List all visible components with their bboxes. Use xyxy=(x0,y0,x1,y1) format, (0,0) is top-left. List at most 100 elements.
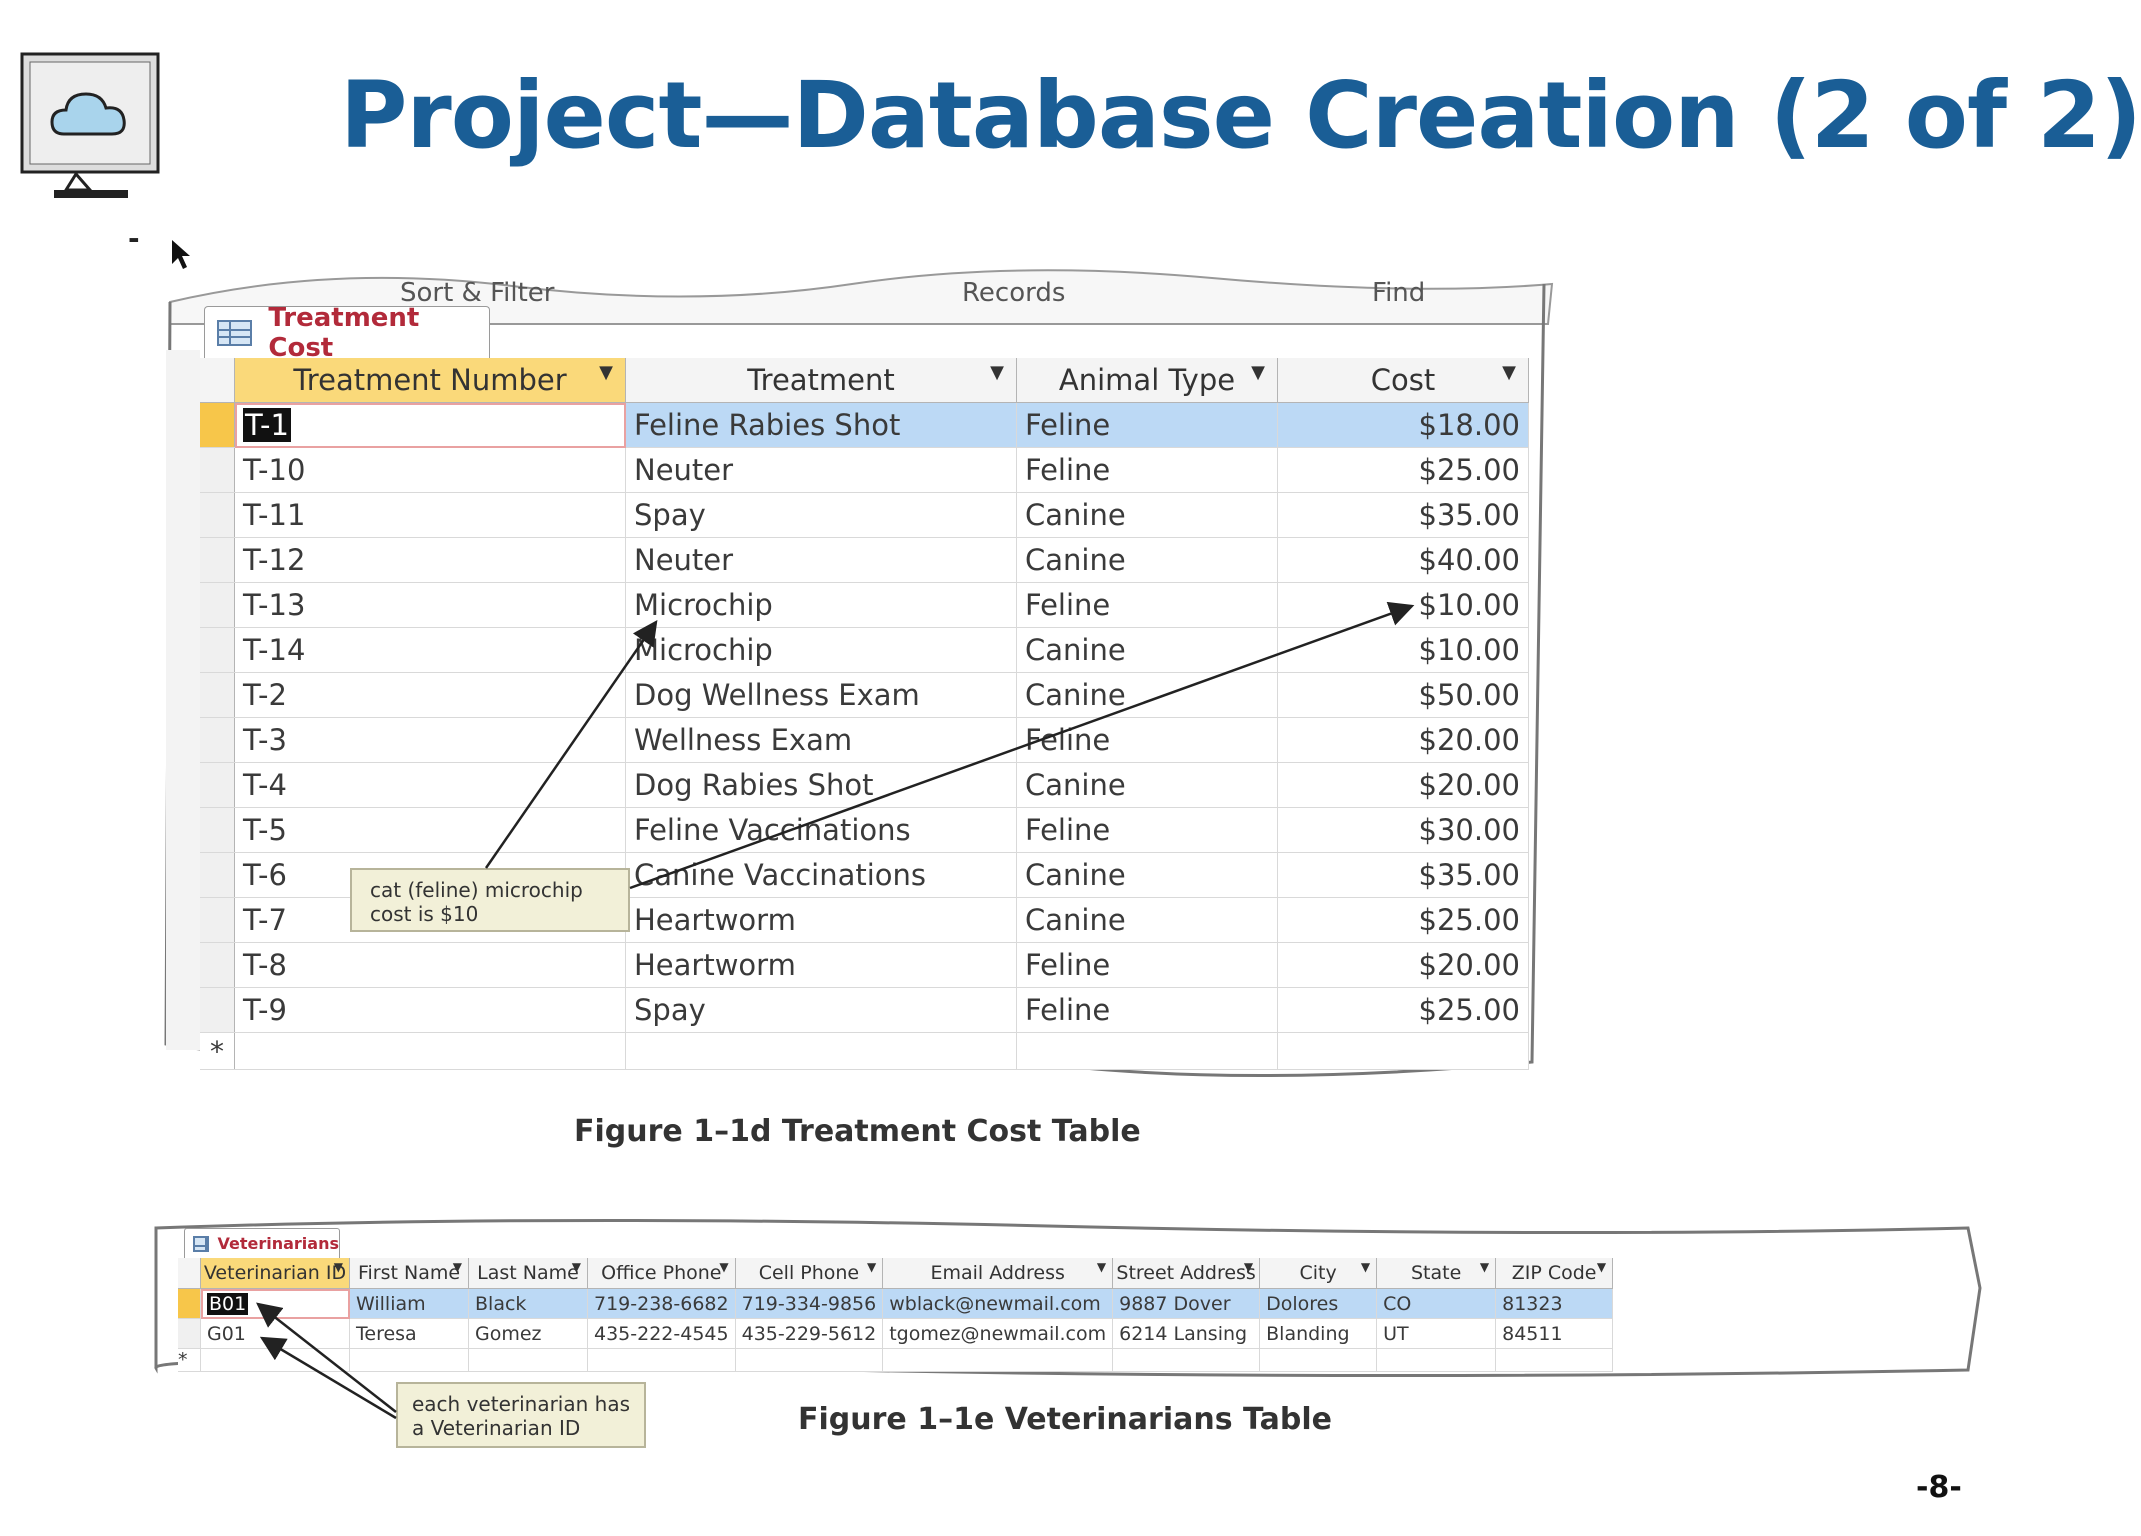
empty-cell[interactable] xyxy=(349,1348,469,1372)
table-cell[interactable]: CO xyxy=(1376,1288,1497,1319)
treatment-cell[interactable]: Microchip xyxy=(625,627,1017,673)
record-selector[interactable] xyxy=(178,1318,201,1349)
table-cell[interactable]: G01 xyxy=(200,1318,350,1349)
column-header-office-phone[interactable]: Office Phone▼ xyxy=(587,1258,736,1289)
record-selector[interactable] xyxy=(200,717,235,763)
treatment-cell[interactable]: Heartworm xyxy=(625,942,1017,988)
treatment-number-cell[interactable]: T-1 xyxy=(234,402,626,448)
empty-cell[interactable] xyxy=(1376,1348,1497,1372)
animal-type-cell[interactable]: Feline xyxy=(1016,807,1278,853)
animal-type-cell[interactable]: Canine xyxy=(1016,492,1278,538)
cost-cell[interactable]: $25.00 xyxy=(1277,447,1529,493)
empty-cell[interactable] xyxy=(1259,1348,1378,1372)
record-selector[interactable] xyxy=(200,987,235,1033)
record-selector[interactable] xyxy=(200,897,235,943)
treatment-cell[interactable]: Neuter xyxy=(625,537,1017,583)
animal-type-cell[interactable]: Canine xyxy=(1016,852,1278,898)
tab-treatment-cost[interactable]: Treatment Cost xyxy=(204,303,490,363)
new-record-row[interactable]: * xyxy=(178,1348,1614,1372)
cost-cell[interactable]: $10.00 xyxy=(1277,582,1529,628)
treatment-number-cell[interactable]: T-4 xyxy=(234,762,626,808)
ribbon-records[interactable]: Records xyxy=(962,278,1066,308)
treatment-cell[interactable]: Dog Rabies Shot xyxy=(625,762,1017,808)
animal-type-cell[interactable]: Canine xyxy=(1016,627,1278,673)
treatment-cell[interactable]: Neuter xyxy=(625,447,1017,493)
table-cell[interactable]: 81323 xyxy=(1495,1288,1614,1319)
empty-cell[interactable] xyxy=(1112,1348,1261,1372)
column-header-cell-phone[interactable]: Cell Phone▼ xyxy=(735,1258,884,1289)
treatment-cell[interactable]: Spay xyxy=(625,987,1017,1033)
treatment-number-cell[interactable]: T-9 xyxy=(234,987,626,1033)
dropdown-arrow-icon[interactable]: ▼ xyxy=(1096,1260,1107,1274)
animal-type-cell[interactable]: Feline xyxy=(1016,942,1278,988)
record-selector[interactable] xyxy=(200,672,235,718)
tab-veterinarians[interactable]: Veterinarians xyxy=(184,1228,340,1258)
table-cell[interactable]: 435-222-4545 xyxy=(587,1318,736,1349)
dropdown-arrow-icon[interactable]: ▼ xyxy=(1243,1260,1254,1274)
table-cell[interactable]: Gomez xyxy=(468,1318,588,1349)
table-cell[interactable]: UT xyxy=(1376,1318,1497,1349)
new-record-row[interactable]: * xyxy=(200,1032,1529,1070)
record-selector[interactable] xyxy=(178,1288,201,1319)
table-cell[interactable]: 9887 Dover xyxy=(1112,1288,1261,1319)
treatment-number-cell[interactable]: T-2 xyxy=(234,672,626,718)
treatment-number-cell[interactable]: T-12 xyxy=(234,537,626,583)
record-selector[interactable] xyxy=(200,852,235,898)
table-cell[interactable]: William xyxy=(349,1288,469,1319)
table-cell[interactable]: 6214 Lansing xyxy=(1112,1318,1261,1349)
animal-type-cell[interactable]: Canine xyxy=(1016,672,1278,718)
dropdown-arrow-icon[interactable]: ▼ xyxy=(571,1260,581,1274)
record-selector[interactable] xyxy=(200,537,235,583)
animal-type-cell[interactable]: Canine xyxy=(1016,897,1278,943)
dropdown-arrow-icon[interactable]: ▼ xyxy=(452,1260,462,1274)
column-header-treatment[interactable]: Treatment▼ xyxy=(625,358,1017,403)
treatment-cell[interactable]: Dog Wellness Exam xyxy=(625,672,1017,718)
column-header-veterinarian-id[interactable]: Veterinarian ID▼ xyxy=(200,1258,350,1289)
empty-cell[interactable] xyxy=(1277,1032,1529,1070)
select-all-corner[interactable] xyxy=(200,358,235,403)
column-header-email-address[interactable]: Email Address▼ xyxy=(882,1258,1114,1289)
empty-cell[interactable] xyxy=(200,1348,350,1372)
animal-type-cell[interactable]: Feline xyxy=(1016,447,1278,493)
cost-cell[interactable]: $20.00 xyxy=(1277,762,1529,808)
animal-type-cell[interactable]: Feline xyxy=(1016,987,1278,1033)
animal-type-cell[interactable]: Canine xyxy=(1016,762,1278,808)
record-selector[interactable] xyxy=(200,402,235,448)
dropdown-arrow-icon[interactable]: ▼ xyxy=(1596,1260,1607,1274)
treatment-cell[interactable]: Spay xyxy=(625,492,1017,538)
cost-cell[interactable]: $40.00 xyxy=(1277,537,1529,583)
dropdown-arrow-icon[interactable]: ▼ xyxy=(866,1260,877,1274)
treatment-cell[interactable]: Microchip xyxy=(625,582,1017,628)
column-header-cost[interactable]: Cost▼ xyxy=(1277,358,1529,403)
treatment-number-cell[interactable]: T-14 xyxy=(234,627,626,673)
cost-cell[interactable]: $18.00 xyxy=(1277,402,1529,448)
treatment-cell[interactable]: Wellness Exam xyxy=(625,717,1017,763)
column-header-zip-code[interactable]: ZIP Code▼ xyxy=(1495,1258,1614,1289)
select-all-corner[interactable] xyxy=(178,1258,201,1289)
dropdown-arrow-icon[interactable]: ▼ xyxy=(599,362,613,383)
column-header-treatment-number[interactable]: Treatment Number▼ xyxy=(234,358,626,403)
cost-cell[interactable]: $20.00 xyxy=(1277,942,1529,988)
animal-type-cell[interactable]: Feline xyxy=(1016,402,1278,448)
empty-cell[interactable] xyxy=(587,1348,736,1372)
cost-cell[interactable]: $20.00 xyxy=(1277,717,1529,763)
column-header-street-address[interactable]: Street Address▼ xyxy=(1112,1258,1261,1289)
table-cell[interactable]: Dolores xyxy=(1259,1288,1378,1319)
table-cell[interactable]: 84511 xyxy=(1495,1318,1614,1349)
table-cell[interactable]: 719-334-9856 xyxy=(735,1288,884,1319)
record-selector[interactable] xyxy=(200,942,235,988)
treatment-cell[interactable]: Heartworm xyxy=(625,897,1017,943)
ribbon-sort-filter[interactable]: Sort & Filter xyxy=(400,278,555,308)
animal-type-cell[interactable]: Feline xyxy=(1016,717,1278,763)
